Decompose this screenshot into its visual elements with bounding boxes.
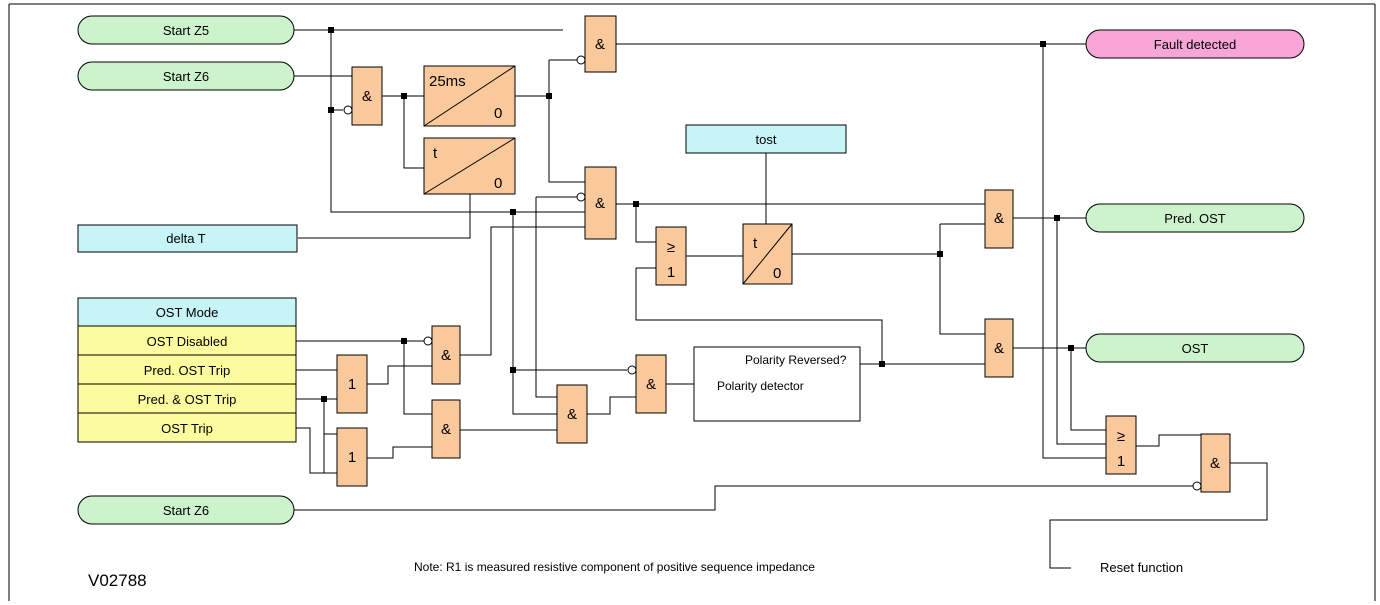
tost-setting: tost <box>685 124 847 154</box>
timer-25ms: 25ms 0 <box>423 65 516 127</box>
start-z6-top-signal: Start Z6 <box>77 61 295 91</box>
start-z6-bottom-signal: Start Z6 <box>77 495 295 525</box>
tost-label: tost <box>756 132 777 147</box>
and-gate-fault: & <box>576 15 617 73</box>
timer-25ms-reset: 0 <box>494 105 502 122</box>
and-gate-pred-ost-symbol: & <box>994 210 1004 227</box>
junctions <box>321 27 1074 402</box>
start-z6-top-label: Start Z6 <box>163 69 209 84</box>
delta-t-label: delta T <box>166 231 206 246</box>
timer-25ms-delay: 25ms <box>429 73 466 90</box>
or-gate-mode-b-symbol: 1 <box>348 449 356 466</box>
and-gate-polarity: & <box>627 354 667 414</box>
figure-id: V02788 <box>88 571 147 590</box>
and-gate-ost-symbol: & <box>994 340 1004 357</box>
wires <box>294 29 1268 569</box>
or-gate-tost-symbol: ≥ <box>667 239 675 256</box>
reset-function-label: Reset function <box>1100 560 1183 575</box>
delta-t-input: delta T <box>77 224 298 253</box>
and-gate-start: & <box>343 66 383 126</box>
and-gate-start-symbol: & <box>362 88 372 105</box>
and-gate-reset: & <box>1192 433 1231 493</box>
start-z5-label: Start Z5 <box>163 23 209 38</box>
and-gate-pred-ost: & <box>984 189 1014 249</box>
timer-tost-reset: 0 <box>773 265 781 282</box>
polarity-detector: Polarity Reversed? Polarity detector <box>693 346 861 422</box>
pred-ost-label: Pred. OST <box>1164 211 1225 226</box>
timer-delta-t-reset: 0 <box>494 175 502 192</box>
diagram-frame <box>8 3 1376 601</box>
and-gate-mode-disabled-symbol: & <box>441 347 451 364</box>
timer-delta-t-delay: t <box>433 145 438 162</box>
and-gate-polarity-symbol: & <box>646 376 656 393</box>
timer-delta-t: t 0 <box>423 137 516 195</box>
start-z5-signal: Start Z5 <box>77 15 295 45</box>
and-gate-main-symbol: & <box>595 195 605 212</box>
or-gate-reset-symbol: ≥ <box>1117 428 1125 445</box>
and-gate-fault-symbol: & <box>595 36 605 53</box>
timer-tost: t 0 <box>742 223 793 285</box>
and-gate-mode-ost: & <box>431 399 461 459</box>
or-gate-reset-threshold: 1 <box>1117 453 1125 470</box>
ost-mode-option-ost-trip: OST Trip <box>161 421 213 436</box>
polarity-reversed-label: Polarity Reversed? <box>745 353 847 367</box>
pred-ost-output: Pred. OST <box>1085 203 1305 233</box>
ost-mode-option-pred-ost-trip: Pred. OST Trip <box>144 363 230 378</box>
and-gate-mode-ost-symbol: & <box>441 421 451 438</box>
or-gate-mode-a: 1 <box>336 354 368 414</box>
or-gate-tost: ≥ 1 <box>655 226 687 286</box>
ost-label: OST <box>1182 341 1209 356</box>
timer-tost-delay: t <box>753 235 758 252</box>
and-gate-combine-symbol: & <box>567 406 577 423</box>
or-gate-mode-a-symbol: 1 <box>348 376 356 393</box>
ost-mode-option-pred-and-ost-trip: Pred. & OST Trip <box>138 392 237 407</box>
and-gate-ost: & <box>984 318 1014 378</box>
ost-mode-table: OST Mode OST Disabled Pred. OST Trip Pre… <box>77 297 297 443</box>
and-gate-main: & <box>576 166 617 240</box>
note-text: Note: R1 is measured resistive component… <box>414 560 815 574</box>
and-gate-reset-symbol: & <box>1210 455 1220 472</box>
ost-output: OST <box>1085 333 1305 363</box>
or-gate-reset: ≥ 1 <box>1105 415 1137 475</box>
ost-mode-option-disabled: OST Disabled <box>147 334 228 349</box>
or-gate-mode-b: 1 <box>336 427 368 487</box>
or-gate-tost-threshold: 1 <box>667 264 675 281</box>
and-gate-mode-disabled: & <box>423 325 461 385</box>
and-gate-combine: & <box>556 384 588 444</box>
polarity-detector-label: Polarity detector <box>717 379 804 393</box>
start-z6-bottom-label: Start Z6 <box>163 503 209 518</box>
fault-detected-output: Fault detected <box>1085 29 1305 59</box>
fault-detected-label: Fault detected <box>1154 37 1236 52</box>
ost-mode-header: OST Mode <box>156 305 219 320</box>
